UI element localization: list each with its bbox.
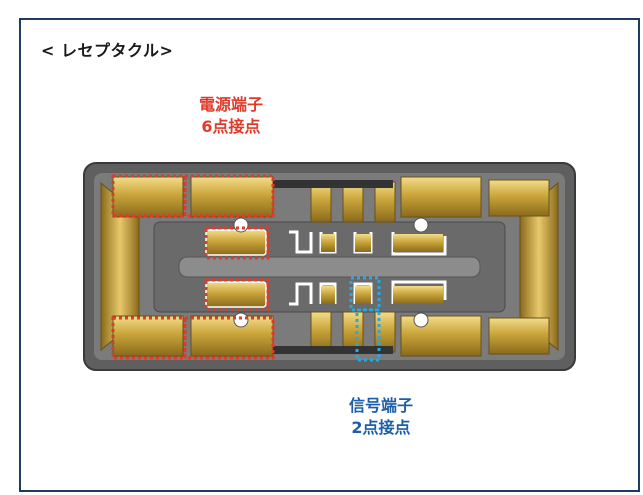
figure-title: < レセプタクル>	[41, 41, 174, 60]
right-contact-bottom	[400, 315, 482, 357]
mount-hole-2	[233, 312, 249, 328]
power-terminal-label-line1: 電源端子	[198, 95, 263, 114]
center-island	[178, 256, 481, 278]
power-terminal-label-line2: 6点接点	[201, 117, 261, 136]
mount-hole-1	[233, 217, 249, 233]
band-divider-top	[273, 180, 393, 188]
right-end-bottom	[488, 317, 550, 355]
power-contact-top-2	[190, 176, 274, 218]
signal-contact-highlights	[349, 276, 381, 362]
mount-hole-4	[413, 312, 429, 328]
band-divider-bottom	[273, 346, 393, 354]
power-spring-upper	[205, 229, 267, 256]
signal-terminal-label: 信号端子 2点接点	[321, 395, 441, 439]
power-contact-bottom-1	[112, 315, 184, 357]
power-terminal-label: 電源端子 6点接点	[171, 94, 291, 138]
power-contact-top-1	[112, 176, 184, 218]
signal-spring-upper-1	[289, 230, 313, 254]
power-contact-bottom-2	[190, 315, 274, 357]
power-contact-highlights	[111, 174, 275, 360]
signal-terminal-label-line1: 信号端子	[348, 396, 413, 415]
power-spring-lower	[205, 281, 267, 308]
mount-hole-3	[413, 217, 429, 233]
receptacle-connector-illustration	[83, 162, 576, 371]
signal-spring-lower-1	[289, 282, 313, 306]
right-end-top	[488, 179, 550, 217]
signal-terminal-label-line2: 2点接点	[351, 418, 411, 437]
figure-frame: < レセプタクル> 電源端子 6点接点 信号端子 2点接点	[19, 18, 640, 492]
right-contact-top	[400, 176, 482, 218]
